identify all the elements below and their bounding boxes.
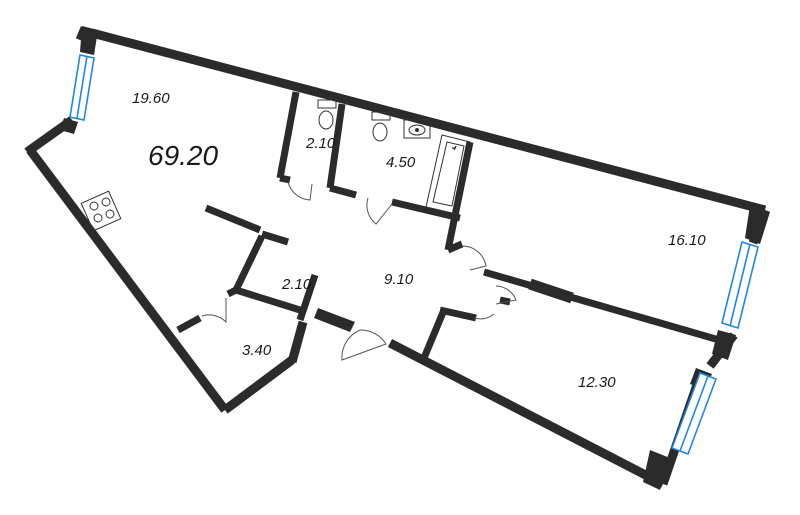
room-area-label: 16.10 — [668, 232, 706, 249]
stove-icon — [80, 190, 122, 232]
door-storage — [201, 298, 227, 324]
bathtub-icon — [425, 134, 471, 215]
wc-bath-partition — [326, 103, 346, 189]
door-wc — [287, 181, 313, 201]
bath-east-stub — [446, 240, 464, 254]
window-west — [69, 54, 95, 121]
room-area-label: 4.50 — [386, 154, 416, 171]
sink-icon — [403, 119, 431, 139]
toilet-icon — [371, 111, 391, 142]
toilet-icon — [317, 99, 337, 130]
interior-walls — [176, 91, 727, 360]
total-area-label: 69.20 — [148, 140, 219, 171]
wc-door-stub — [279, 174, 291, 184]
storage-north-wall — [176, 314, 202, 334]
windows — [69, 54, 759, 456]
bath-south-wall — [391, 198, 461, 222]
door-hall-east — [473, 313, 495, 320]
door-bedroom-1 — [461, 245, 487, 271]
door-bedroom-2 — [495, 285, 517, 305]
bedroom2-west-wall — [420, 308, 448, 360]
fixtures — [80, 99, 471, 232]
living-partition — [204, 204, 262, 234]
north-wall — [90, 28, 767, 215]
storage-west-stub — [226, 286, 238, 298]
closet-west-wall — [232, 234, 266, 292]
window-east-upper — [721, 240, 759, 330]
room-area-label: 2.10 — [306, 135, 336, 152]
wc-west-wall — [276, 91, 300, 179]
room-area-label: 9.10 — [384, 271, 414, 288]
bedroom-divider — [483, 268, 727, 346]
south-wall — [387, 339, 666, 488]
doors — [201, 181, 517, 361]
room-area-label: 3.40 — [242, 342, 272, 359]
room-area-label: 2.10 — [282, 276, 312, 293]
exterior-walls — [24, 26, 770, 488]
closet-north-wall — [260, 230, 290, 246]
bath-south-stub — [329, 184, 357, 199]
door-entrance — [341, 329, 387, 361]
room-area-label: 12.30 — [578, 374, 616, 391]
closet-east-wall — [296, 273, 319, 322]
storage-east-wall — [287, 320, 308, 364]
thick-divider — [528, 278, 574, 304]
west-wall-diagonal — [26, 147, 229, 413]
south-west-wall — [222, 356, 295, 414]
door-bathroom — [366, 197, 393, 225]
room-area-label: 19.60 — [132, 90, 170, 107]
window-east-lower — [670, 371, 718, 456]
closet-south-wall — [234, 286, 302, 314]
